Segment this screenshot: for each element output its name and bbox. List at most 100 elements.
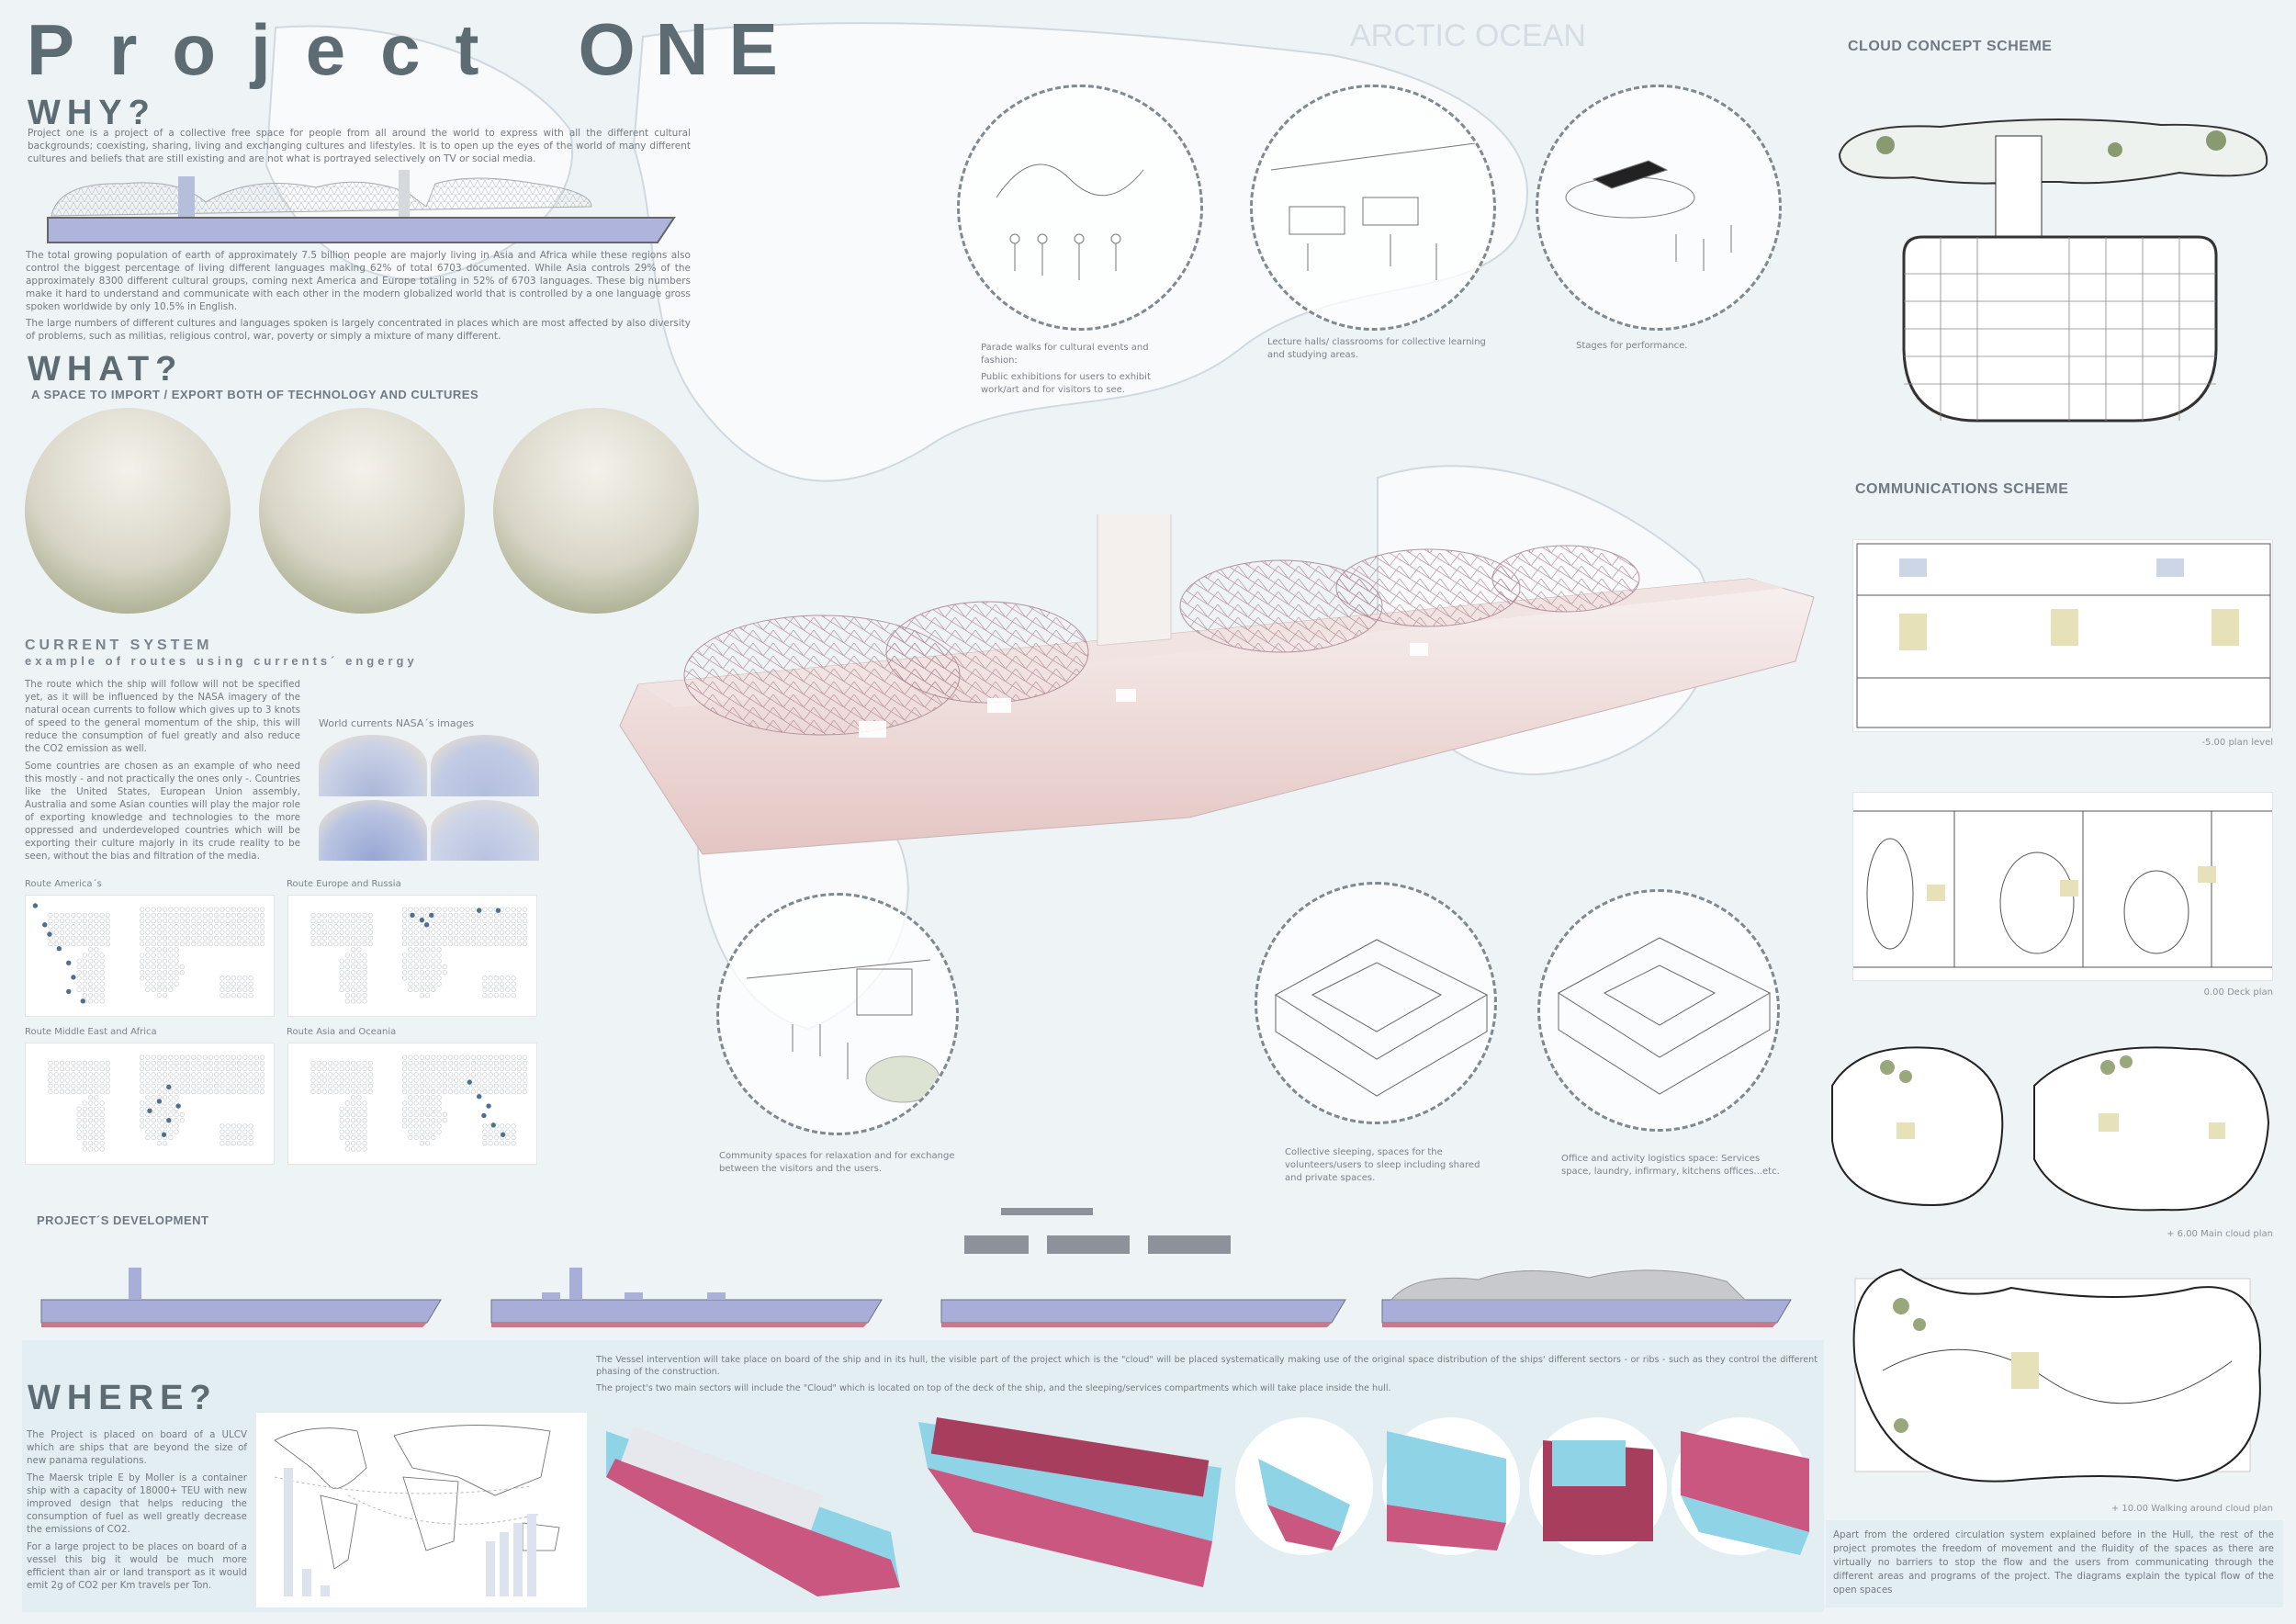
map-dot — [367, 912, 373, 919]
map-dot — [482, 935, 488, 941]
map-dot — [436, 1129, 442, 1134]
map-dot — [191, 1060, 197, 1066]
map-dot — [259, 912, 265, 919]
map-dot — [208, 1060, 214, 1066]
map-dot — [156, 1118, 163, 1123]
route-map-asia-oceania — [287, 1043, 537, 1165]
map-dot — [231, 1088, 237, 1095]
map-dot — [168, 1100, 174, 1106]
map-dot — [225, 1123, 231, 1129]
map-dot — [151, 924, 156, 930]
map-dot — [431, 1129, 436, 1134]
map-dot — [350, 964, 356, 970]
map-dot — [408, 1066, 413, 1072]
map-dot — [253, 918, 259, 924]
map-dot — [431, 1088, 436, 1095]
map-dot — [516, 1088, 522, 1095]
map-dot — [76, 976, 82, 981]
map-dot — [242, 1140, 248, 1146]
map-dot — [408, 1118, 413, 1123]
map-dot — [442, 1072, 447, 1077]
map-dot — [99, 924, 105, 930]
map-dot — [344, 1146, 351, 1152]
map-dot — [350, 958, 356, 964]
map-dot — [140, 1088, 145, 1095]
caption-community: Community spaces for relaxation and for … — [719, 1151, 955, 1174]
map-dot — [321, 1072, 328, 1077]
map-dot — [105, 924, 110, 930]
map-dot — [362, 935, 367, 941]
map-dot — [202, 918, 208, 924]
map-dot — [94, 998, 99, 1004]
map-dot — [499, 1140, 505, 1146]
map-dot — [53, 1066, 59, 1072]
map-dot — [87, 1134, 94, 1141]
map-dot — [253, 907, 259, 912]
map-dot — [82, 935, 88, 941]
map-dot — [408, 947, 413, 953]
map-dot — [214, 935, 219, 941]
map-dot — [253, 1054, 259, 1060]
plan-label: 0.00 Deck plan — [2203, 987, 2273, 998]
map-dot — [419, 1072, 425, 1077]
map-dot — [174, 1118, 179, 1123]
map-dot — [145, 930, 151, 935]
sketch-axonometric-rooms-icon — [1275, 939, 1489, 1097]
map-dot — [140, 930, 145, 935]
map-dot — [48, 1083, 53, 1088]
map-dot — [356, 981, 362, 987]
map-dot — [156, 1106, 163, 1111]
map-dot — [505, 981, 511, 987]
map-dot — [310, 1083, 316, 1088]
map-dot — [156, 947, 163, 953]
map-dot — [185, 907, 191, 912]
map-dot — [470, 1077, 477, 1083]
map-dot — [156, 1088, 163, 1095]
map-dot — [48, 1060, 53, 1066]
map-dot — [179, 970, 185, 976]
map-dot — [505, 1140, 511, 1146]
map-dot — [356, 941, 362, 947]
map-dot — [321, 1088, 328, 1095]
map-dot — [447, 1066, 454, 1072]
map-dot — [505, 976, 511, 981]
map-dot — [99, 1060, 105, 1066]
map-dot — [511, 1140, 516, 1146]
map-dot — [516, 918, 522, 924]
map-dot — [344, 970, 351, 976]
map-dot — [151, 1066, 156, 1072]
map-dot — [162, 1060, 168, 1066]
map-dot — [424, 964, 431, 970]
map-dot — [408, 976, 413, 981]
map-dot — [87, 1118, 94, 1123]
map-dot — [191, 1083, 197, 1088]
map-dot — [402, 1111, 408, 1118]
map-dot — [162, 1072, 168, 1077]
map-dot — [76, 941, 82, 947]
map-dot — [493, 1088, 500, 1095]
map-dot — [236, 924, 242, 930]
caption-parade: Parade walks for cultural events and fas… — [981, 342, 1174, 397]
title-word-one: ONE — [578, 8, 798, 90]
map-dot — [208, 924, 214, 930]
map-dot — [344, 987, 351, 993]
map-dot — [59, 941, 65, 947]
map-dot — [310, 924, 316, 930]
map-dot — [65, 941, 71, 947]
map-dot — [65, 924, 71, 930]
map-dot — [350, 1111, 356, 1118]
map-dot — [140, 1066, 145, 1072]
map-dot — [191, 941, 197, 947]
map-dot — [356, 987, 362, 993]
map-dot — [253, 930, 259, 935]
map-dot — [344, 976, 351, 981]
map-dot — [413, 958, 419, 964]
map-dot — [140, 1072, 145, 1077]
map-dot — [151, 935, 156, 941]
map-dot — [87, 1146, 94, 1152]
map-dot — [431, 1077, 436, 1083]
map-dot — [231, 935, 237, 941]
map-dot — [488, 1140, 493, 1146]
map-dot — [424, 1100, 431, 1106]
map-dot — [436, 1077, 442, 1083]
